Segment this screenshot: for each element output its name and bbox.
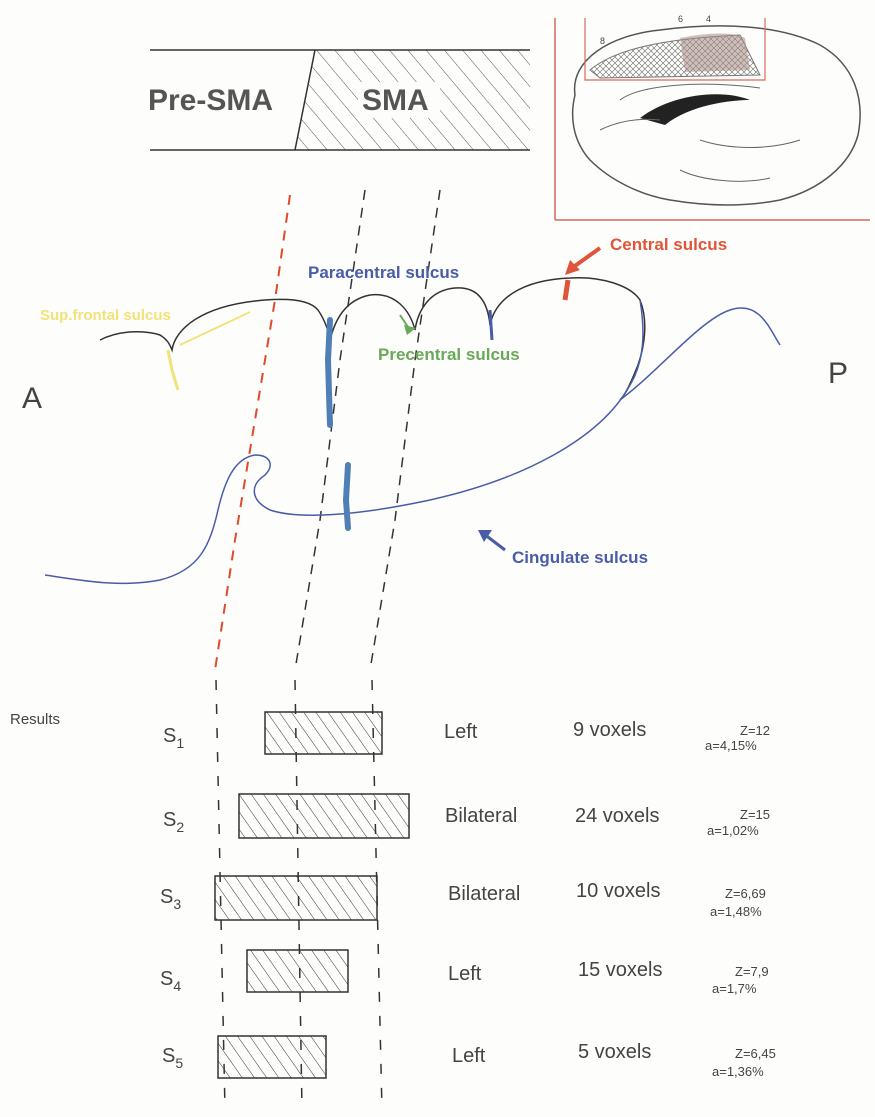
voxel-count: 15 voxels bbox=[578, 959, 663, 981]
a-value: a=1,02% bbox=[707, 823, 759, 838]
z-score: Z=6,45 bbox=[735, 1046, 776, 1061]
activation-bar bbox=[247, 950, 348, 992]
voxel-count: 9 voxels bbox=[573, 719, 646, 741]
paracentral-mark-lower bbox=[346, 465, 348, 528]
sma-header-band: Pre-SMA SMA bbox=[148, 50, 530, 150]
z-score: Z=6,69 bbox=[725, 886, 766, 901]
subject-label: S5 bbox=[162, 1045, 183, 1071]
a-value: a=1,36% bbox=[712, 1064, 764, 1079]
activation-bar bbox=[239, 794, 409, 838]
cingulate-sulcus-label: Cingulate sulcus bbox=[512, 548, 648, 567]
results-row: S5 Left 5 voxels Z=6,45 a=1,36% bbox=[162, 1036, 776, 1079]
area-8-label: 8 bbox=[600, 36, 605, 46]
voxel-count: 5 voxels bbox=[578, 1041, 651, 1063]
a-value: a=1,48% bbox=[710, 904, 762, 919]
hemisphere-label: Bilateral bbox=[445, 805, 517, 827]
precentral-sulcus-label: Precentral sulcus bbox=[378, 345, 520, 364]
sup-frontal-arrow bbox=[180, 312, 250, 345]
a-value: a=1,7% bbox=[712, 981, 757, 996]
results-title: Results bbox=[10, 711, 60, 728]
z-score: Z=12 bbox=[740, 723, 770, 738]
area-4-region bbox=[680, 34, 750, 73]
corpus-callosum bbox=[640, 94, 750, 125]
activation-bar bbox=[215, 876, 377, 920]
voxel-count: 10 voxels bbox=[576, 880, 661, 902]
guide-line-middle bbox=[295, 190, 365, 670]
inset-brain: 6 4 8 bbox=[555, 14, 870, 220]
guide-line-right bbox=[370, 190, 440, 670]
central-sulcus-label: Central sulcus bbox=[610, 235, 727, 254]
activation-bar bbox=[265, 712, 382, 754]
hemisphere-label: Left bbox=[444, 721, 478, 743]
sma-label: SMA bbox=[362, 84, 429, 117]
paracentral-sulcus-label: Paracentral sulcus bbox=[308, 263, 459, 282]
voxel-count: 24 voxels bbox=[575, 805, 660, 827]
results-row: S1 Left 9 voxels Z=12 a=4,15% bbox=[163, 712, 770, 754]
paracentral-mark-upper bbox=[328, 320, 330, 425]
paracentral-notch-mark bbox=[490, 310, 492, 340]
central-sulcus-mark bbox=[565, 280, 568, 300]
results-row: S3 Bilateral 10 voxels Z=6,69 a=1,48% bbox=[160, 876, 766, 920]
z-score: Z=15 bbox=[740, 807, 770, 822]
sup-frontal-mark bbox=[168, 350, 178, 390]
cingulate-sulcus-line bbox=[45, 300, 643, 583]
area-6-label: 6 bbox=[678, 14, 683, 24]
hemisphere-label: Left bbox=[448, 963, 482, 985]
subject-label: S1 bbox=[163, 725, 184, 751]
label-arrows bbox=[180, 248, 600, 550]
sup-frontal-sulcus-label: Sup.frontal sulcus bbox=[40, 307, 171, 324]
dorsal-cortex-line bbox=[100, 278, 645, 400]
pre-sma-label: Pre-SMA bbox=[148, 84, 273, 117]
anterior-label: A bbox=[22, 382, 42, 415]
hemisphere-label: Left bbox=[452, 1045, 486, 1067]
central-sulcus-arrow bbox=[572, 248, 600, 268]
results-row: S4 Left 15 voxels Z=7,9 a=1,7% bbox=[160, 950, 769, 996]
pre-sma-boundary-line bbox=[215, 195, 290, 670]
subject-label: S4 bbox=[160, 968, 181, 994]
posterior-label: P bbox=[828, 357, 848, 390]
a-value: a=4,15% bbox=[705, 738, 757, 753]
hemisphere-label: Bilateral bbox=[448, 883, 520, 905]
subject-label: S2 bbox=[163, 809, 184, 835]
results-row: S2 Bilateral 24 voxels Z=15 a=1,02% bbox=[163, 794, 770, 838]
z-score: Z=7,9 bbox=[735, 964, 769, 979]
area-4-label: 4 bbox=[706, 14, 711, 24]
subject-label: S3 bbox=[160, 886, 181, 912]
activation-bar bbox=[218, 1036, 326, 1078]
